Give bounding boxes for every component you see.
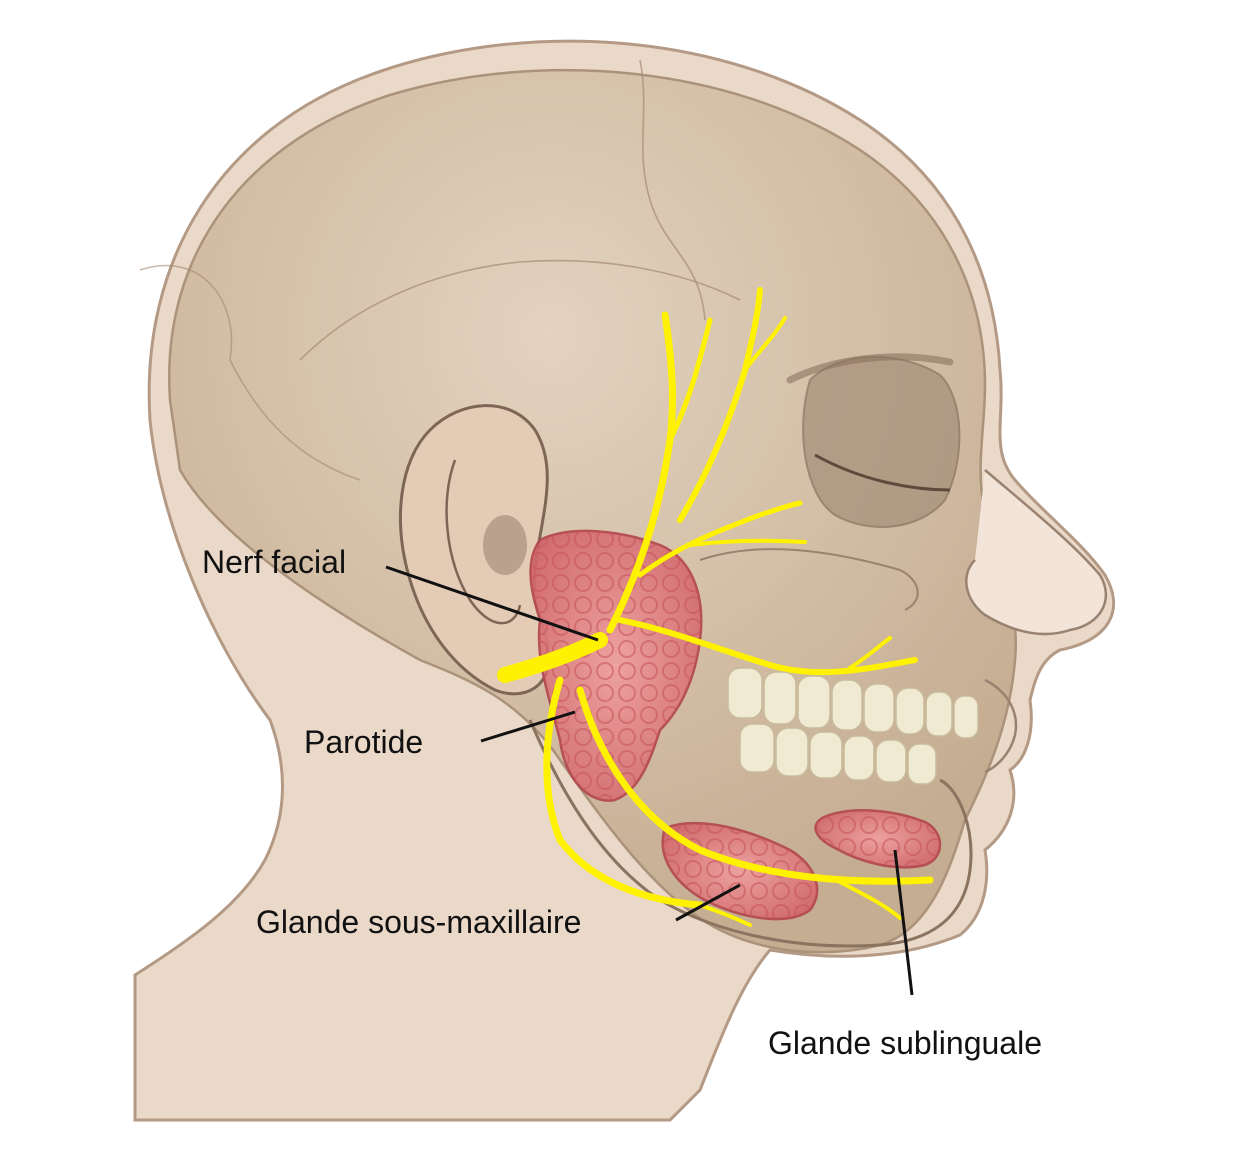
label-parotid: Parotide — [304, 724, 424, 760]
teeth — [727, 667, 979, 785]
parotid-lobules — [530, 530, 702, 801]
eyebrow — [786, 353, 954, 384]
orbit — [802, 355, 961, 528]
label-sublingual-gland: Glande sublinguale — [768, 1025, 1042, 1061]
lips — [984, 678, 1018, 774]
cranial-suture — [299, 259, 741, 361]
zygomatic-arch — [699, 548, 919, 611]
leader-line-parotid — [480, 710, 576, 743]
leader-line-facial-nerve — [385, 565, 599, 642]
mandible — [528, 719, 973, 948]
facial-nerve — [497, 287, 934, 927]
sublingual-lobules — [815, 810, 940, 868]
label-submandibular-gland: Glande sous-maxillaire — [256, 904, 582, 940]
nose — [965, 469, 1108, 636]
label-facial-nerve: Nerf facial — [202, 544, 347, 580]
leader-lines — [385, 565, 914, 996]
cranial-suture — [639, 59, 706, 321]
leader-line-sublingual — [893, 849, 914, 996]
leader-line-submandibular — [675, 883, 741, 922]
closed-eyelid — [814, 453, 951, 492]
cranial-suture — [139, 264, 361, 481]
ear-canal — [483, 515, 527, 575]
